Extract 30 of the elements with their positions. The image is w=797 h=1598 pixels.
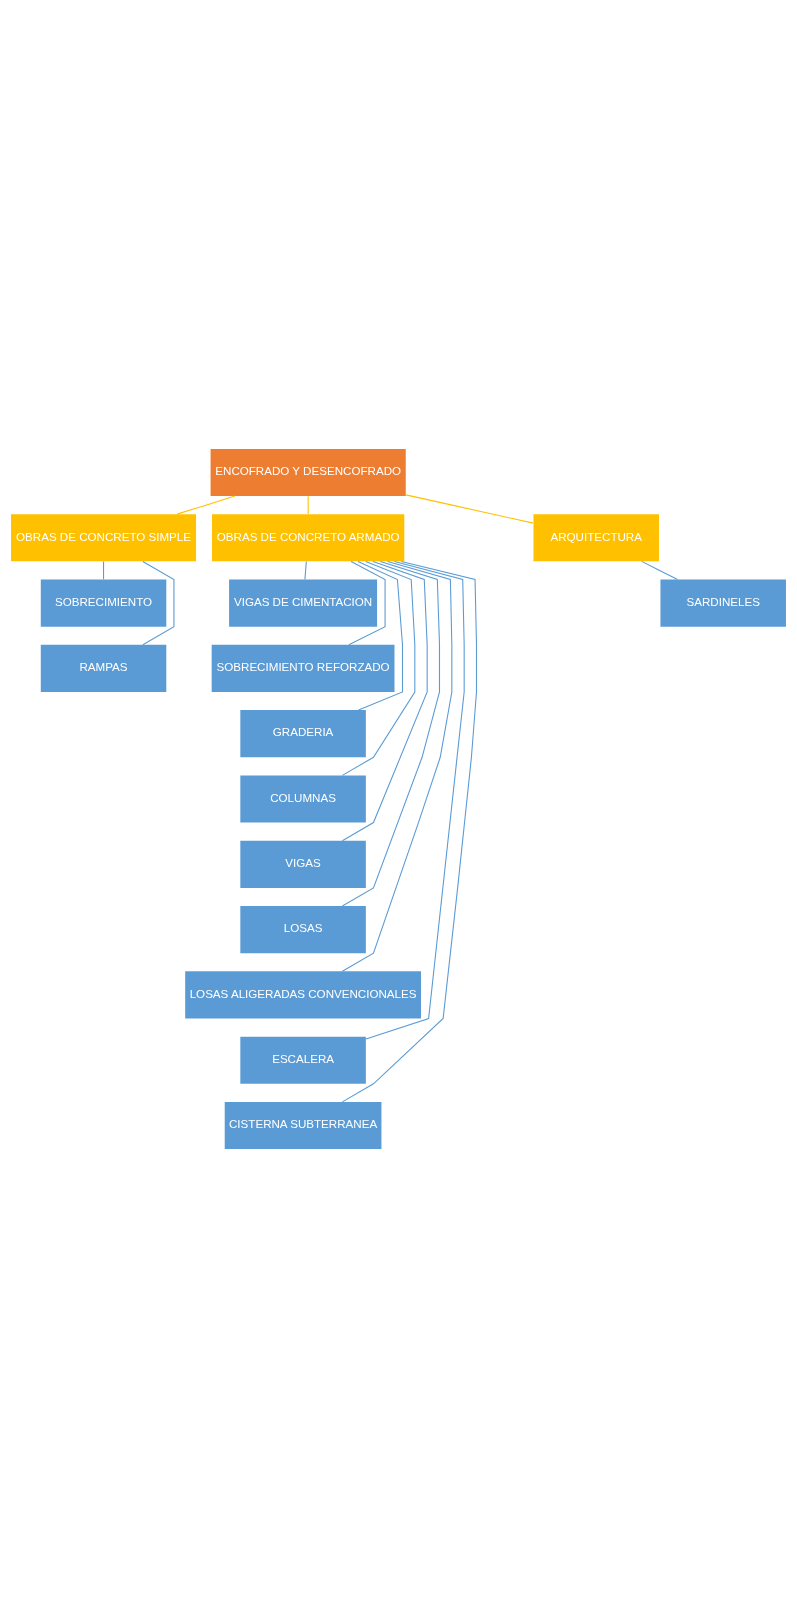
connector <box>405 494 534 524</box>
node-box: ENCOFRADO Y DESENCOFRADO <box>210 448 406 497</box>
connector <box>357 560 404 711</box>
node-box: CISTERNA SUBTERRANEA <box>224 1101 382 1150</box>
connector <box>176 495 236 515</box>
connector <box>142 560 175 646</box>
node-box: VIGAS DE CIMENTACION <box>229 579 378 627</box>
connector <box>341 560 441 907</box>
connector <box>341 560 428 842</box>
node-box: ESCALERA <box>240 1036 366 1084</box>
node-box: COLUMNAS <box>240 775 366 823</box>
connector <box>365 560 465 1040</box>
connector <box>641 560 679 580</box>
node-box: GRADERIA <box>240 710 366 758</box>
node-box: LOSAS ALIGERADAS CONVENCIONALES <box>185 971 421 1019</box>
node-box: SARDINELES <box>660 579 786 627</box>
connector <box>341 560 453 972</box>
connector <box>348 560 386 646</box>
node-box: ARQUITECTURA <box>533 514 659 562</box>
connector <box>307 495 309 515</box>
node-box: LOSAS <box>240 906 366 954</box>
connector <box>304 561 307 580</box>
node-box: OBRAS DE CONCRETO SIMPLE <box>11 514 197 562</box>
node-box: RAMPAS <box>40 644 167 692</box>
node-box: SOBRECIMIENTO REFORZADO <box>211 644 395 692</box>
node-box: SOBRECIMIENTO <box>40 579 167 627</box>
node-box: VIGAS <box>240 840 366 888</box>
connector <box>341 560 478 1103</box>
node-box: OBRAS DE CONCRETO ARMADO <box>212 514 405 562</box>
connector <box>341 560 416 776</box>
